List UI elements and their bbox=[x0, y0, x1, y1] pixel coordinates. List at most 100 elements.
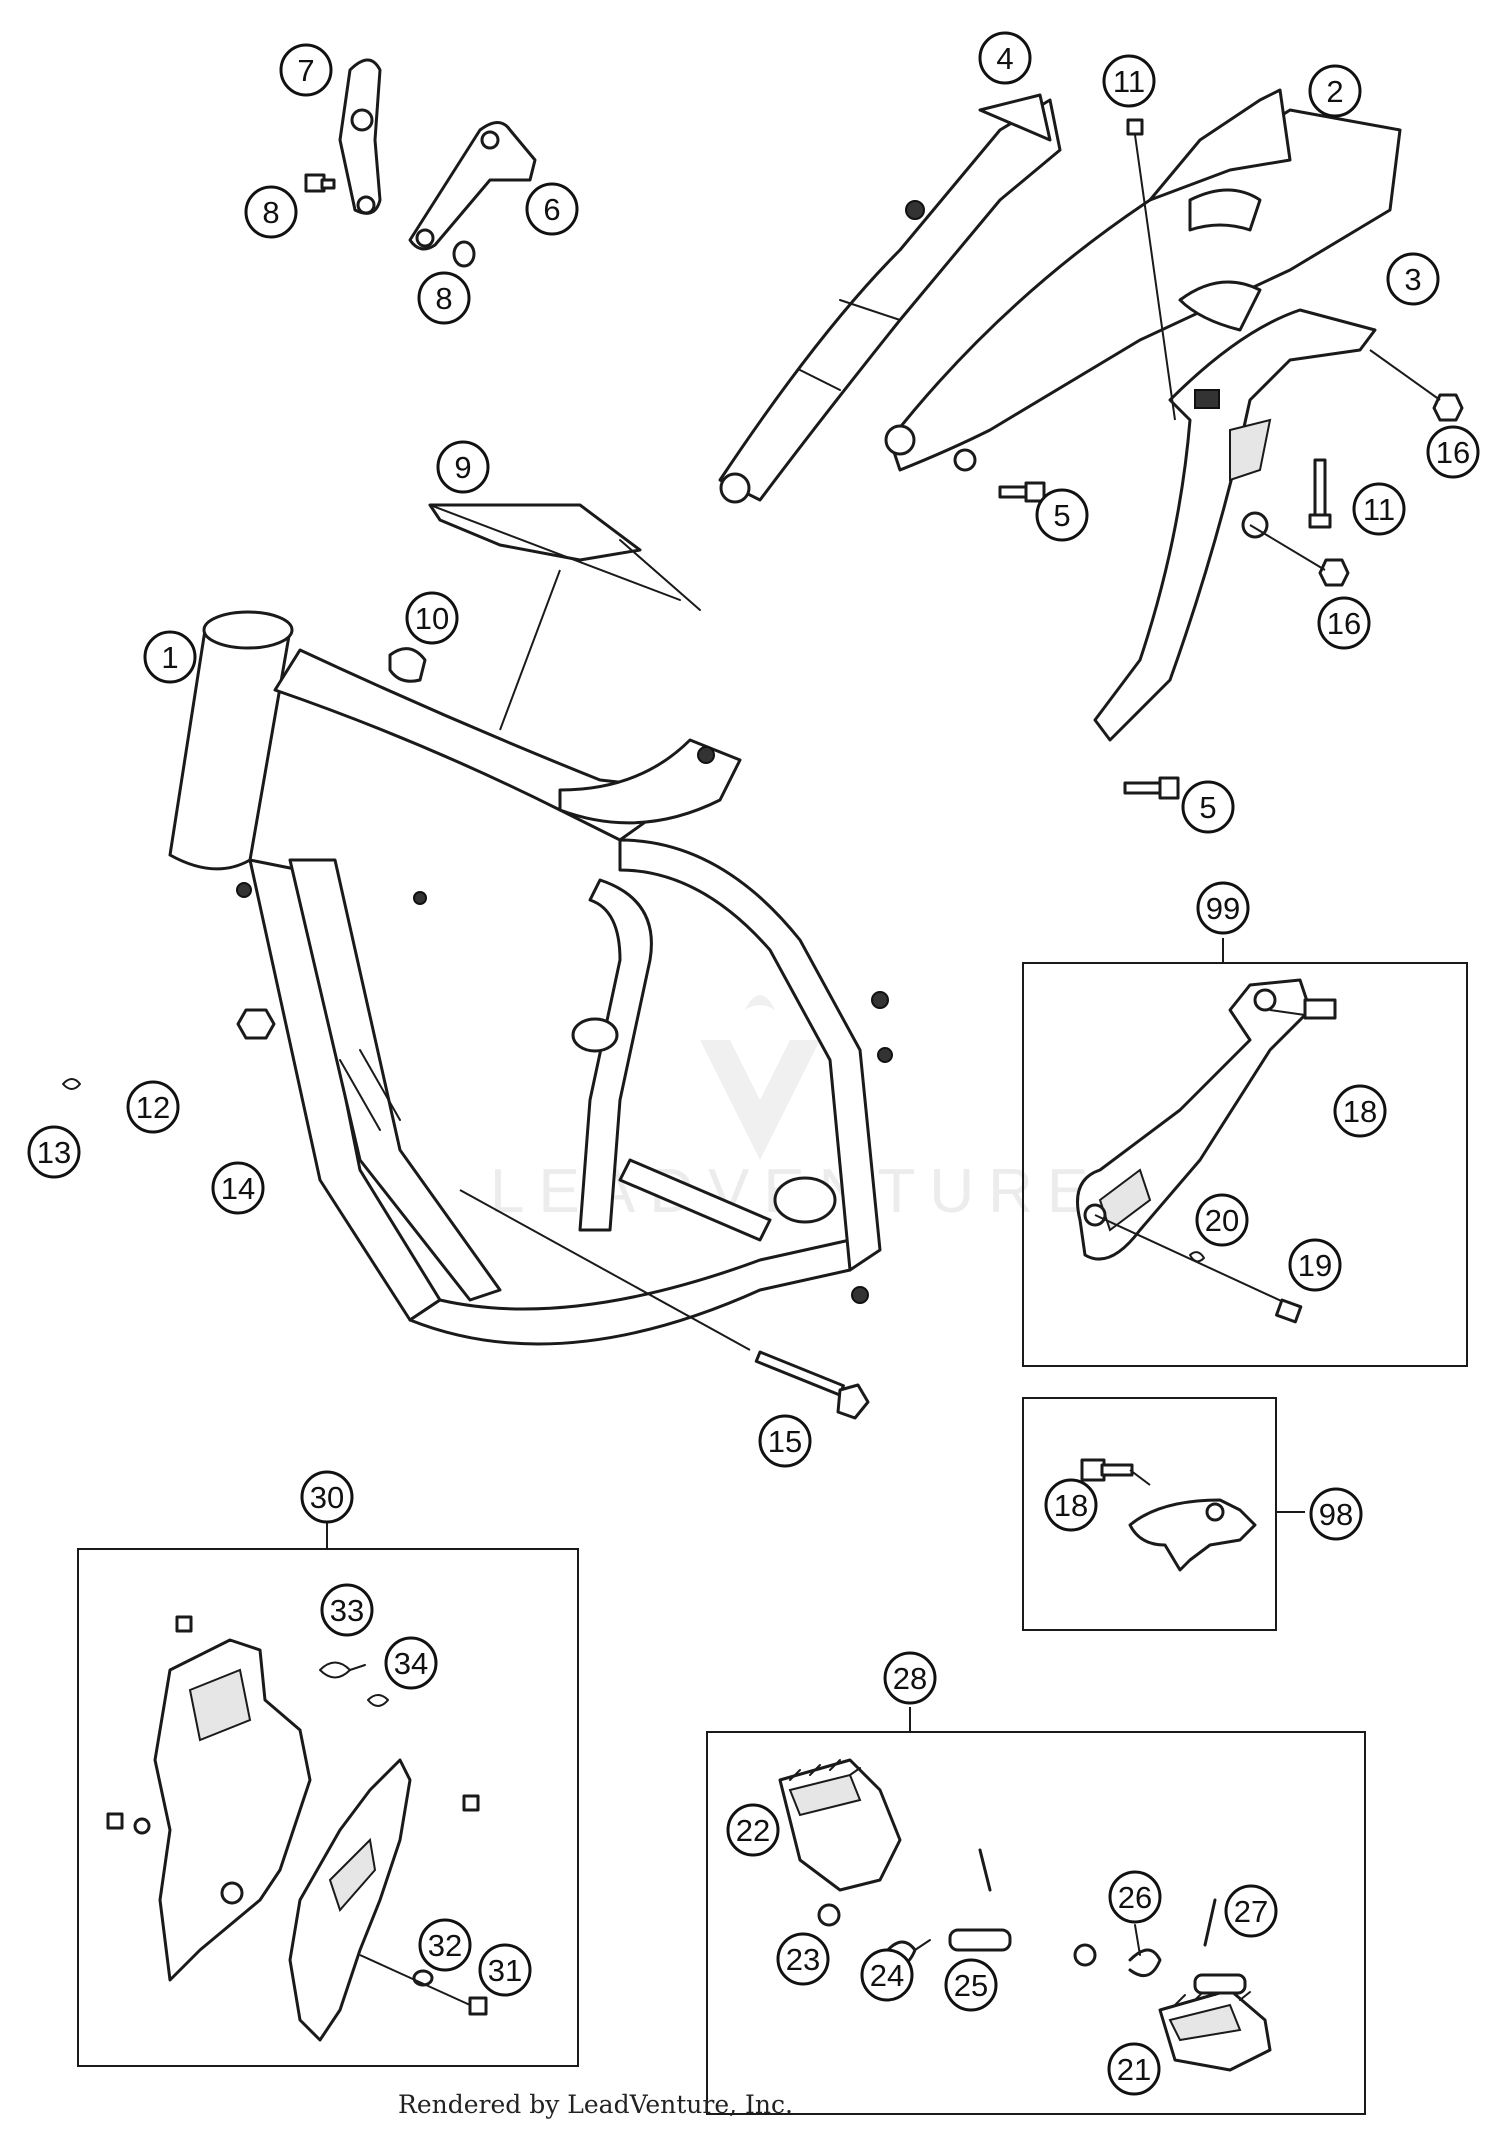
airbox-side-part[interactable] bbox=[718, 93, 1062, 504]
callout-32[interactable]: 32 bbox=[418, 1918, 472, 1972]
heat-shield-part[interactable] bbox=[428, 503, 701, 731]
cotter-pin-27-part[interactable] bbox=[978, 1848, 1217, 1947]
pin-25-part[interactable] bbox=[948, 1928, 1247, 1995]
callout-circle bbox=[211, 1161, 265, 1215]
callout-26[interactable]: 26 bbox=[1108, 1870, 1162, 1924]
callout-1[interactable]: 1 bbox=[143, 630, 197, 684]
callout-label: 3 bbox=[1404, 262, 1421, 297]
callout-16[interactable]: 16 bbox=[1426, 425, 1480, 479]
callout-18[interactable]: 18 bbox=[1044, 1478, 1098, 1532]
callout-label: 25 bbox=[954, 1968, 988, 2003]
callout-16[interactable]: 16 bbox=[1317, 596, 1371, 650]
callout-11[interactable]: 11 bbox=[1352, 482, 1406, 536]
callout-label: 18 bbox=[1054, 1488, 1088, 1523]
callout-28[interactable]: 28 bbox=[883, 1651, 937, 1705]
screw-18b-part[interactable] bbox=[1080, 1458, 1151, 1486]
callout-12[interactable]: 12 bbox=[126, 1080, 180, 1134]
frame-part[interactable] bbox=[168, 610, 893, 1346]
callout-circle bbox=[1044, 1478, 1098, 1532]
callout-4[interactable]: 4 bbox=[978, 31, 1032, 85]
callout-18[interactable]: 18 bbox=[1333, 1084, 1387, 1138]
frame-guard-right-part[interactable] bbox=[288, 1758, 412, 2042]
washer-32-part[interactable] bbox=[359, 1954, 471, 2006]
footrest-left-part[interactable] bbox=[778, 1758, 902, 1892]
callout-circle bbox=[1309, 1487, 1363, 1541]
callout-31[interactable]: 31 bbox=[478, 1943, 532, 1997]
watermark-logo bbox=[700, 995, 820, 1160]
callout-99[interactable]: 99 bbox=[1196, 881, 1250, 935]
callout-21[interactable]: 21 bbox=[1107, 2042, 1161, 2096]
callout-98[interactable]: 98 bbox=[1309, 1487, 1363, 1541]
screw-31-part[interactable] bbox=[468, 1996, 488, 2016]
subframe-part[interactable] bbox=[884, 88, 1402, 472]
callout-33[interactable]: 33 bbox=[320, 1583, 374, 1637]
callout-9[interactable]: 9 bbox=[436, 440, 490, 494]
screw-5a-part[interactable] bbox=[998, 481, 1046, 503]
callout-30[interactable]: 30 bbox=[300, 1470, 354, 1524]
footer-credit: Rendered by LeadVenture, Inc. bbox=[398, 2090, 793, 2119]
callout-2[interactable]: 2 bbox=[1308, 64, 1362, 118]
screw-11b-part[interactable] bbox=[1308, 458, 1332, 529]
callout-11[interactable]: 11 bbox=[1102, 54, 1156, 108]
screw-5b-part[interactable] bbox=[1123, 776, 1180, 800]
kickstand-plate-part[interactable] bbox=[1128, 1498, 1257, 1572]
callout-3[interactable]: 3 bbox=[1386, 252, 1440, 306]
box-28 bbox=[706, 1731, 1366, 2115]
frame-guard-left-part[interactable] bbox=[153, 1638, 312, 1982]
callout-20[interactable]: 20 bbox=[1195, 1193, 1249, 1247]
screw-19-part[interactable] bbox=[1275, 1298, 1303, 1324]
callout-8[interactable]: 8 bbox=[417, 271, 471, 325]
callout-5[interactable]: 5 bbox=[1035, 488, 1089, 542]
spring-20-part[interactable] bbox=[1094, 1214, 1291, 1306]
callout-24[interactable]: 24 bbox=[860, 1948, 914, 2002]
screw-18a-part[interactable] bbox=[1269, 998, 1337, 1020]
callout-circle bbox=[1107, 2042, 1161, 2096]
callout-25[interactable]: 25 bbox=[944, 1958, 998, 2012]
callout-label: 16 bbox=[1327, 606, 1361, 641]
callout-15[interactable]: 15 bbox=[758, 1414, 812, 1468]
bracket-6-part[interactable] bbox=[408, 121, 537, 251]
callout-6[interactable]: 6 bbox=[525, 182, 579, 236]
subframe-side-part[interactable] bbox=[1093, 308, 1377, 742]
callout-34[interactable]: 34 bbox=[384, 1636, 438, 1690]
callout-8[interactable]: 8 bbox=[244, 185, 298, 239]
hose-part[interactable] bbox=[86, 1021, 214, 1084]
nut-14-part[interactable] bbox=[236, 1008, 276, 1040]
callout-5[interactable]: 5 bbox=[1181, 780, 1235, 834]
callout-23[interactable]: 23 bbox=[776, 1932, 830, 1986]
callout-10[interactable]: 10 bbox=[405, 591, 459, 645]
clip-34-part[interactable] bbox=[367, 1694, 389, 1707]
screw-8a-part[interactable] bbox=[304, 173, 336, 193]
callout-circle bbox=[758, 1414, 812, 1468]
callout-19[interactable]: 19 bbox=[1288, 1238, 1342, 1292]
bracket-7-part[interactable] bbox=[338, 58, 382, 215]
nut-16b-part[interactable] bbox=[1249, 524, 1350, 587]
callout-22[interactable]: 22 bbox=[726, 1803, 780, 1857]
callout-circle bbox=[1386, 252, 1440, 306]
callout-label: 30 bbox=[310, 1480, 344, 1515]
screw-30-parts[interactable] bbox=[106, 1615, 480, 1835]
callout-label: 6 bbox=[543, 192, 560, 227]
callout-label: 9 bbox=[454, 450, 471, 485]
screw-8b-part[interactable] bbox=[452, 240, 476, 268]
callout-7[interactable]: 7 bbox=[279, 43, 333, 97]
callout-14[interactable]: 14 bbox=[211, 1161, 265, 1215]
callout-circle bbox=[525, 182, 579, 236]
callout-13[interactable]: 13 bbox=[27, 1125, 81, 1179]
callout-circle bbox=[1333, 1084, 1387, 1138]
screw-15-part[interactable] bbox=[459, 1189, 870, 1420]
spring-26-part[interactable] bbox=[1128, 1924, 1162, 1978]
kickstand-part[interactable] bbox=[1076, 978, 1312, 1261]
clip-33-part[interactable] bbox=[319, 1661, 366, 1679]
screw-11a-part[interactable] bbox=[1126, 118, 1176, 421]
clip-part[interactable] bbox=[62, 1078, 81, 1090]
callout-circle bbox=[944, 1958, 998, 2012]
callout-circle bbox=[776, 1932, 830, 1986]
footrest-right-part[interactable] bbox=[1158, 1984, 1272, 2072]
callout-label: 33 bbox=[330, 1593, 364, 1628]
callout-circle bbox=[143, 630, 197, 684]
clamp-part[interactable] bbox=[388, 647, 427, 683]
washer-23-part[interactable] bbox=[817, 1903, 1097, 1967]
nut-16a-part[interactable] bbox=[1369, 349, 1464, 422]
callout-27[interactable]: 27 bbox=[1224, 1884, 1278, 1938]
